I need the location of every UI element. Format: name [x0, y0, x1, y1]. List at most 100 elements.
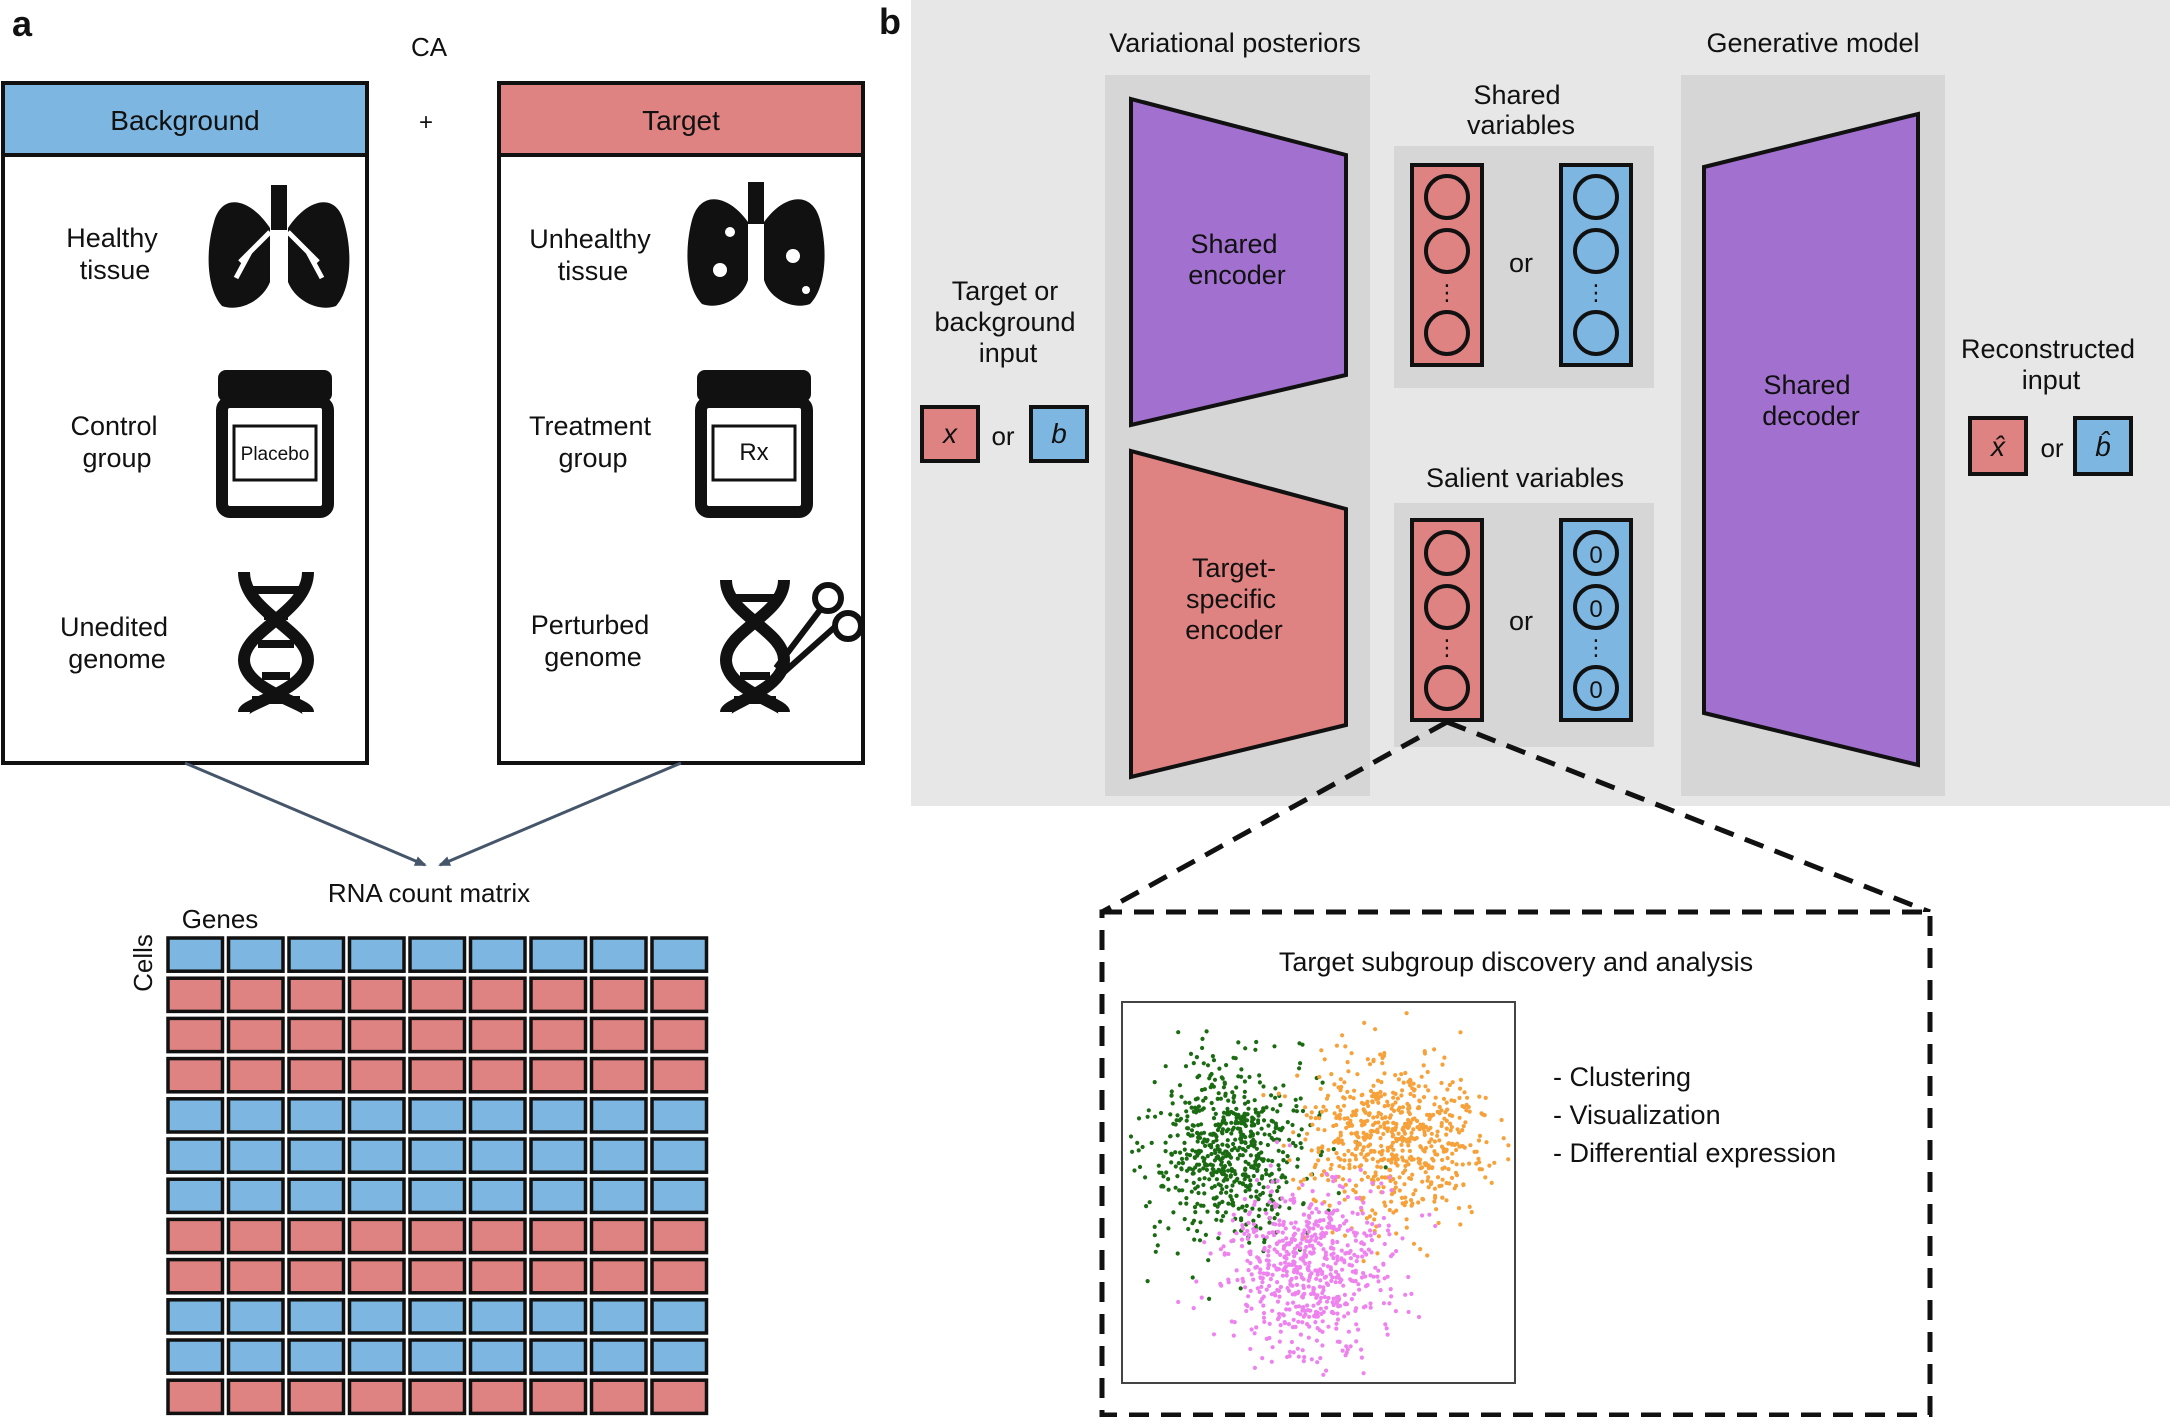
scatter-point	[1315, 1223, 1320, 1228]
scatter-point	[1229, 1188, 1234, 1193]
scatter-point	[1275, 1280, 1280, 1285]
scatter-point	[1295, 1157, 1300, 1162]
scatter-point	[1284, 1307, 1289, 1312]
matrix-cell	[650, 936, 709, 973]
scatter-point	[1289, 1221, 1294, 1226]
scatter-point	[1400, 1148, 1405, 1153]
scatter-point	[1337, 1139, 1342, 1144]
scatter-point	[1409, 1291, 1414, 1296]
scatter-point	[1400, 1088, 1405, 1093]
analysis-differential-expression: - Differential expression	[1553, 1138, 1836, 1168]
scatter-point	[1278, 1284, 1283, 1290]
matrix-cell	[650, 1177, 709, 1215]
salient-variables-label: Salient variables	[1426, 463, 1624, 493]
scatter-point	[1409, 1130, 1414, 1136]
scatter-point	[1390, 1156, 1395, 1161]
scatter-point	[1240, 1226, 1245, 1231]
scatter-point	[1370, 1222, 1375, 1227]
scatter-point	[1211, 1106, 1216, 1112]
scatter-point	[1350, 1152, 1355, 1157]
scatter-point	[1226, 1168, 1231, 1173]
scatter-point	[1228, 1173, 1233, 1178]
scatter-point	[1435, 1133, 1440, 1138]
scatter-point	[1204, 1029, 1209, 1034]
scatter-point	[1252, 1122, 1257, 1127]
healthy-tissue-label-2: tissue	[80, 255, 151, 285]
scatter-point	[1204, 1167, 1209, 1172]
scatter-point	[1176, 1030, 1181, 1035]
scatter-point	[1207, 1177, 1212, 1182]
scatter-point	[1177, 1188, 1182, 1193]
scatter-point	[1393, 1073, 1398, 1078]
scatter-point	[1254, 1178, 1260, 1183]
scatter-point	[1158, 1110, 1164, 1116]
scatter-point	[1479, 1167, 1484, 1172]
scatter-point	[1229, 1131, 1234, 1136]
scatter-point	[1191, 1180, 1196, 1185]
scatter-point	[1243, 1140, 1248, 1145]
scatter-point	[1340, 1177, 1346, 1182]
scatter-point	[1331, 1179, 1336, 1184]
scatter-point	[1258, 1299, 1263, 1304]
scatter-point	[1309, 1357, 1314, 1362]
scatter-point	[1454, 1173, 1459, 1178]
shared-encoder-label-2: encoder	[1188, 260, 1286, 290]
scatter-point	[1467, 1204, 1472, 1209]
scatter-point	[1327, 1221, 1332, 1226]
scatter-point	[1499, 1117, 1504, 1123]
scatter-point	[1354, 1339, 1359, 1344]
scatter-point	[1318, 1306, 1323, 1311]
scatter-point	[1243, 1167, 1248, 1172]
scatter-point	[1469, 1210, 1474, 1215]
scatter-point	[1231, 1212, 1236, 1217]
scatter-point	[1247, 1250, 1252, 1255]
unhealthy-tissue-label-2: tissue	[558, 256, 629, 286]
matrix-cell	[589, 1257, 648, 1295]
scatter-point	[1334, 1115, 1339, 1120]
scatter-point	[1342, 1158, 1347, 1163]
scatter-point	[1135, 1140, 1140, 1145]
scatter-point	[1366, 1103, 1371, 1109]
matrix-cell	[226, 1016, 285, 1054]
scatter-point	[1277, 1218, 1282, 1223]
input-label-3: input	[979, 338, 1038, 368]
panel-b-letter: b	[879, 1, 901, 42]
scatter-point	[1299, 1145, 1304, 1150]
salient-zero-1: 0	[1589, 542, 1602, 569]
scatter-point	[1446, 1167, 1451, 1172]
scatter-point	[1291, 1196, 1296, 1201]
scatter-point	[1442, 1055, 1447, 1060]
scatter-point	[1305, 1223, 1310, 1228]
scatter-point	[1347, 1158, 1352, 1163]
scatter-point	[1439, 1183, 1444, 1188]
scatter-point	[1254, 1228, 1259, 1233]
scatter-point	[1375, 1078, 1381, 1083]
subgroup-discovery-title: Target subgroup discovery and analysis	[1279, 947, 1753, 977]
scatter-point	[1400, 1105, 1406, 1110]
scatter-point	[1340, 1348, 1345, 1353]
scatter-point	[1196, 1190, 1201, 1196]
scatter-point	[1389, 1199, 1394, 1204]
scatter-point	[1195, 1228, 1200, 1234]
scatter-point	[1307, 1260, 1312, 1265]
scatter-point	[1378, 1124, 1383, 1129]
scatter-point	[1347, 1178, 1352, 1183]
scatter-point	[1368, 1133, 1374, 1138]
scatter-point	[1421, 1197, 1426, 1202]
scatter-point	[1393, 1091, 1398, 1096]
scatter-point	[1353, 1183, 1359, 1188]
scatter-point	[1261, 1084, 1266, 1089]
scatter-point	[1323, 1274, 1329, 1279]
scatter-point	[1257, 1207, 1262, 1212]
scatter-point	[1489, 1180, 1494, 1185]
scatter-point	[1324, 1305, 1329, 1310]
scatter-point	[1136, 1116, 1142, 1121]
scatter-point	[1272, 1216, 1277, 1221]
scatter-point	[1254, 1189, 1259, 1194]
scatter-point	[1264, 1211, 1269, 1216]
scatter-point	[1291, 1200, 1296, 1205]
scatter-point	[1359, 1151, 1364, 1156]
scatter-point	[1337, 1183, 1342, 1188]
scatter-point	[1200, 1140, 1205, 1145]
scatter-point	[1273, 1121, 1278, 1126]
